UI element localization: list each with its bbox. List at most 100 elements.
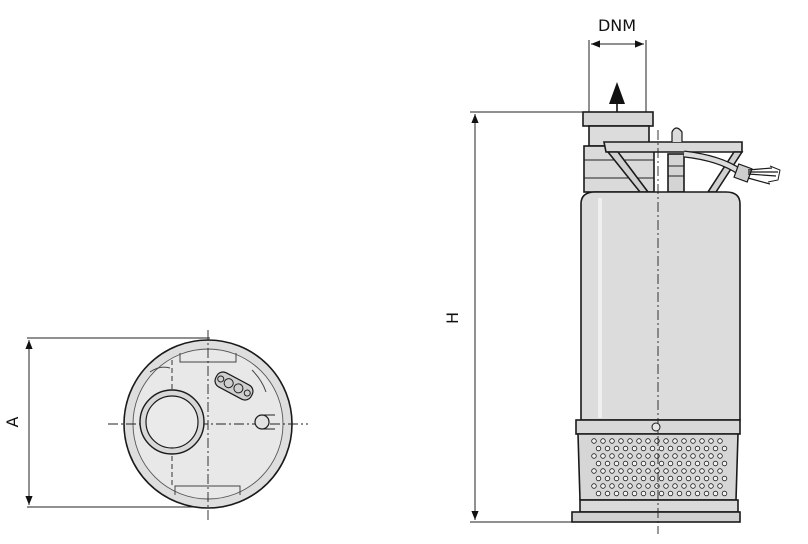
- strainer-hole: [681, 438, 687, 444]
- strainer-hole: [690, 453, 696, 459]
- strainer-hole: [676, 490, 683, 497]
- strainer-hole: [613, 490, 620, 497]
- strainer-hole: [627, 453, 633, 459]
- strainer-hole: [658, 490, 665, 497]
- strainer-hole: [712, 475, 719, 482]
- rim-rib: [251, 369, 267, 393]
- strainer-hole: [609, 453, 615, 459]
- pump-base: [571, 511, 741, 523]
- strainer-hole: [618, 453, 624, 459]
- strainer-hole: [600, 483, 606, 489]
- strainer-bottom-ring: [579, 499, 739, 513]
- pump-side-view: DNM H: [443, 16, 781, 534]
- strainer-hole: [694, 460, 701, 467]
- strainer-hole: [685, 475, 692, 482]
- strainer-hole: [712, 490, 719, 497]
- cable-entry-plate: [214, 371, 254, 401]
- lifting-handle: [603, 127, 744, 193]
- cable-gland: [667, 153, 685, 193]
- strainer-hole: [690, 438, 696, 444]
- strainer-hole: [600, 438, 606, 444]
- strainer-hole: [600, 468, 606, 474]
- strainer-hole: [663, 483, 669, 489]
- strainer-hole: [631, 490, 638, 497]
- strainer-hole: [663, 453, 669, 459]
- strainer-hole: [622, 475, 629, 482]
- strainer-hole: [699, 483, 705, 489]
- strainer-hole: [703, 490, 710, 497]
- strainer-hole: [654, 438, 660, 444]
- strainer-hole: [699, 438, 705, 444]
- strainer-hole: [618, 438, 624, 444]
- strainer-hole: [685, 460, 692, 467]
- strainer-hole: [717, 438, 723, 444]
- strainer-hole: [622, 490, 629, 497]
- dimension-a: A: [3, 337, 210, 508]
- strainer-hole: [645, 453, 651, 459]
- strainer-hole: [627, 483, 633, 489]
- dimension-label-h: H: [443, 312, 462, 324]
- strainer-hole: [591, 453, 597, 459]
- strainer-hole: [694, 490, 701, 497]
- strainer-hole: [640, 445, 647, 452]
- strainer-hole: [636, 438, 642, 444]
- strainer-holes: [591, 438, 728, 497]
- strainer-hole: [604, 475, 611, 482]
- strainer-hole: [631, 460, 638, 467]
- strainer-hole: [613, 460, 620, 467]
- strainer-hole: [649, 460, 656, 467]
- strainer-hole: [721, 460, 728, 467]
- strainer-hole: [654, 468, 660, 474]
- strainer-hole: [681, 453, 687, 459]
- strainer-hole: [649, 475, 656, 482]
- strainer-hole: [627, 468, 633, 474]
- strainer-hole: [703, 475, 710, 482]
- strainer-hole: [631, 445, 638, 452]
- strainer-hole: [708, 438, 714, 444]
- strainer-hole: [681, 468, 687, 474]
- strainer-hole: [672, 453, 678, 459]
- strainer-hole: [622, 460, 629, 467]
- strainer-hole: [604, 445, 611, 452]
- strainer-hole: [640, 475, 647, 482]
- strainer-hole: [600, 453, 606, 459]
- bolt-icon: [217, 375, 225, 383]
- strainer-hole: [676, 475, 683, 482]
- strainer-hole: [708, 453, 714, 459]
- strainer-hole: [717, 468, 723, 474]
- strainer-hole: [699, 468, 705, 474]
- strainer-hole: [627, 438, 633, 444]
- strainer-hole: [690, 483, 696, 489]
- strainer-hole: [694, 475, 701, 482]
- strainer-hole: [721, 475, 728, 482]
- strainer-hole: [672, 483, 678, 489]
- rim-rib: [149, 366, 171, 373]
- strainer-hole: [645, 483, 651, 489]
- dimension-label-dnm: DNM: [598, 16, 636, 35]
- strainer-hole: [654, 483, 660, 489]
- strainer-hole: [672, 468, 678, 474]
- motor-housing: [580, 191, 741, 421]
- strainer-hole: [613, 445, 620, 452]
- strainer-hole: [636, 468, 642, 474]
- strainer-hole: [676, 445, 683, 452]
- discharge-outlet-inner: [145, 395, 199, 449]
- strainer-hole: [663, 468, 669, 474]
- strainer-hole: [658, 445, 665, 452]
- rim-notch-bottom: [174, 485, 241, 495]
- strainer-hole: [703, 445, 710, 452]
- strainer-hole: [667, 490, 674, 497]
- strainer-hole: [595, 490, 602, 497]
- strainer-hole: [654, 453, 660, 459]
- strainer-hole: [667, 445, 674, 452]
- strainer-hole: [690, 468, 696, 474]
- strainer-hole: [631, 475, 638, 482]
- strainer-hole: [609, 438, 615, 444]
- strainer-hole: [618, 468, 624, 474]
- strainer-hole: [667, 475, 674, 482]
- strainer-hole: [591, 468, 597, 474]
- bolt-icon: [243, 389, 251, 397]
- strainer-hole: [649, 445, 656, 452]
- strainer-hole: [645, 468, 651, 474]
